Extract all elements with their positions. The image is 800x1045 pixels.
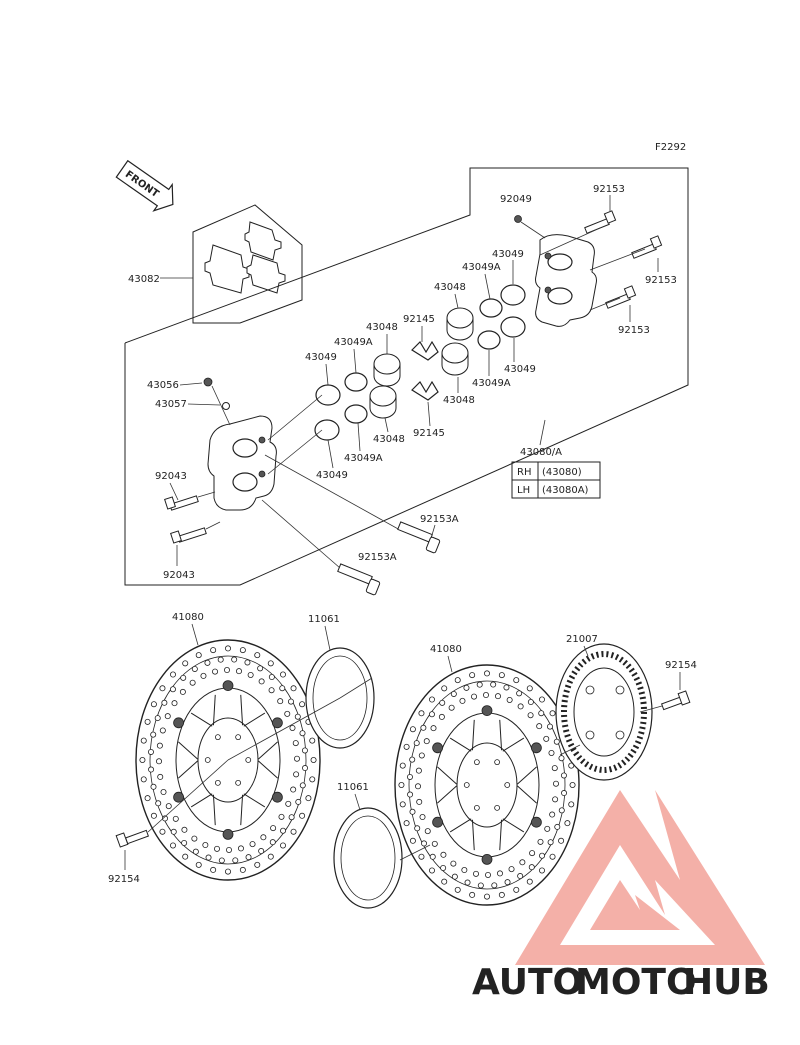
side-table-rh-part: (43080) — [542, 467, 582, 478]
label-92154-left: 92154 — [108, 874, 140, 885]
side-table-lh-part: (43080A) — [542, 485, 589, 496]
side-table: RH (43080) LH (43080A) — [511, 461, 601, 499]
washer-43057 — [222, 402, 230, 410]
label-92153A-a: 92153A — [420, 514, 459, 525]
watermark-logo — [515, 790, 765, 965]
caliper-half-left — [207, 415, 277, 511]
label-43057: 43057 — [155, 399, 187, 410]
spring-92145-low — [411, 380, 439, 401]
label-43049A-right: 43049A — [472, 378, 511, 389]
figure-code: F2292 — [655, 142, 686, 153]
label-92153-low: 92153 — [618, 325, 650, 336]
label-43049A-left2: 43049A — [344, 453, 383, 464]
label-92145-top: 92145 — [403, 314, 435, 325]
label-43048-left2: 43048 — [373, 434, 405, 445]
bolt-92153-low — [605, 285, 637, 309]
label-92043-b: 92043 — [163, 570, 195, 581]
bolt-92153A-a — [397, 521, 441, 554]
label-shim-low: 11061 — [337, 782, 369, 793]
front-arrow-icon: FRONT — [115, 159, 174, 212]
label-pads: 43082 — [128, 274, 160, 285]
label-43048-top: 43048 — [434, 282, 466, 293]
sensor-rotor-21007 — [555, 643, 653, 781]
caliper-assembly-frame — [124, 167, 689, 586]
label-43049-left: 43049 — [305, 352, 337, 363]
watermark-part3: HUB — [683, 962, 770, 1003]
seal-43049-left2 — [314, 419, 340, 441]
bolt-92153-top — [584, 210, 617, 234]
bolt-92043-b — [170, 527, 207, 544]
seal-43049A-left — [344, 372, 368, 392]
label-rotor-ring: 21007 — [566, 634, 598, 645]
disc-shim-low — [333, 807, 403, 909]
seal-43049-top — [500, 284, 526, 306]
bolt-92153A-b — [337, 563, 381, 596]
bolt-92153-mid — [631, 235, 663, 259]
bolt-92154-right — [660, 690, 691, 711]
label-43048-right: 43048 — [443, 395, 475, 406]
seal-43049A-top — [479, 298, 503, 318]
seal-43049-left — [315, 384, 341, 406]
piston-43048-left2 — [369, 385, 397, 419]
bleeder-92049 — [514, 215, 522, 223]
label-92154-right: 92154 — [665, 660, 697, 671]
label-43049A-top: 43049A — [462, 262, 501, 273]
piston-43048-top — [446, 307, 474, 341]
label-disc-left: 41080 — [172, 612, 204, 623]
piston-43048-left — [373, 353, 401, 387]
label-43048-left: 43048 — [366, 322, 398, 333]
label-43049-left2: 43049 — [316, 470, 348, 481]
label-92043-a: 92043 — [155, 471, 187, 482]
label-43049A-left: 43049A — [334, 337, 373, 348]
bolt-92043-a — [164, 495, 199, 511]
label-caliper-assembly: 43080/A — [520, 447, 562, 458]
brake-pad-set: 43082 — [128, 204, 303, 324]
seal-43049-right — [500, 316, 526, 338]
label-shim-top: 11061 — [308, 614, 340, 625]
side-table-rh-side: RH — [517, 467, 531, 478]
watermark-part2: MOTO — [575, 962, 697, 1003]
watermark-part1: AUTO — [472, 962, 583, 1003]
spring-92145-top — [411, 340, 439, 361]
watermark-text: AUTO MOTO HUB — [472, 962, 770, 1003]
label-43056: 43056 — [147, 380, 179, 391]
label-43049-top: 43049 — [492, 249, 524, 260]
label-92145-low: 92145 — [413, 428, 445, 439]
piston-43048-right — [441, 342, 469, 376]
caliper-half-right — [535, 234, 597, 327]
side-table-lh-side: LH — [517, 485, 530, 496]
label-43049-right: 43049 — [504, 364, 536, 375]
seal-43049A-left2 — [344, 404, 368, 424]
label-92153-top: 92153 — [593, 184, 625, 195]
brake-disc-left — [135, 639, 321, 881]
bleeder-43056 — [203, 377, 213, 387]
label-92153-mid: 92153 — [645, 275, 677, 286]
brake-disc-right — [394, 664, 580, 906]
label-92049: 92049 — [500, 194, 532, 205]
label-disc-right: 41080 — [430, 644, 462, 655]
bolt-92154-left — [115, 829, 150, 848]
label-92153A-b: 92153A — [358, 552, 397, 563]
seal-43049A-right — [477, 330, 501, 350]
